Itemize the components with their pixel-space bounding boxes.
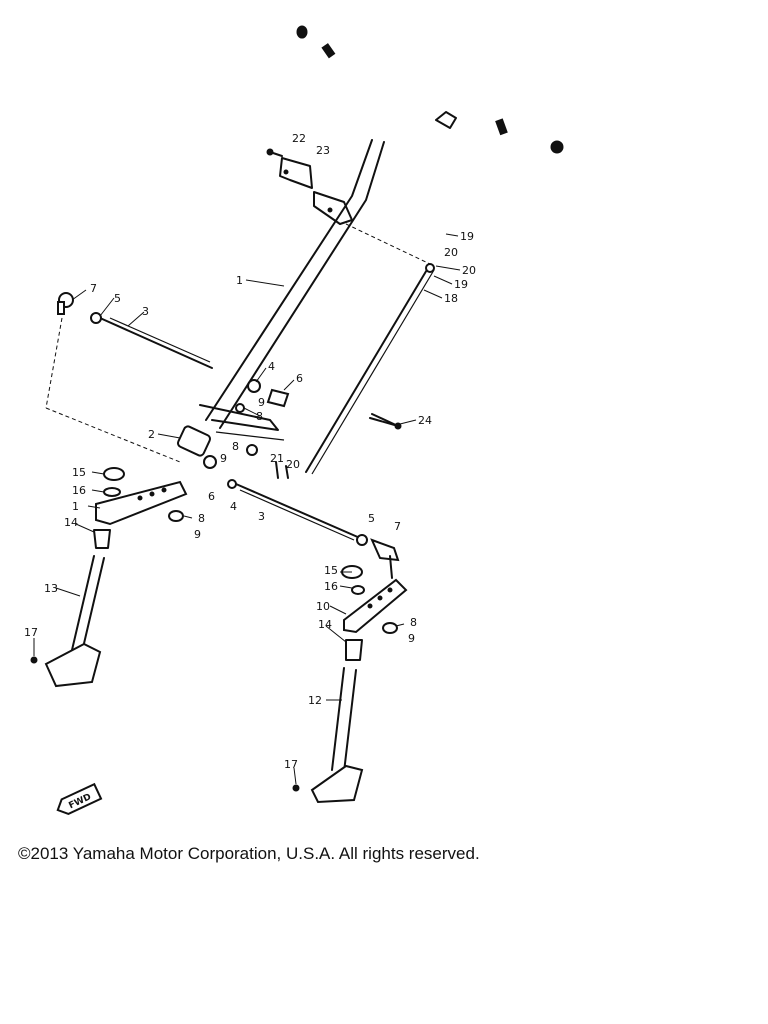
callout-14-right: 14	[318, 618, 332, 631]
callout-8-c: 8	[198, 512, 205, 525]
leader-lines	[33, 233, 461, 785]
callout-12: 12	[308, 694, 322, 707]
callout-3-upper: 3	[142, 305, 149, 318]
handlebar	[296, 25, 564, 154]
steering-parts-diagram: 1 2 3 5 7 4 6 9 8 8 9 21 20 6 4 3 22 23 …	[24, 25, 564, 815]
callout-19-lower: 19	[454, 278, 468, 291]
callout-7-lower: 7	[394, 520, 401, 533]
screw-24	[371, 413, 402, 430]
forward-arrow-icon: FWD	[56, 782, 103, 815]
tie-rod-lower	[235, 483, 400, 579]
right-steering-assembly	[292, 565, 408, 804]
reference-lines	[45, 223, 431, 463]
callout-1-upper: 1	[236, 274, 243, 287]
callout-22: 22	[292, 132, 306, 145]
callout-13: 13	[44, 582, 58, 595]
callout-16-left: 16	[72, 484, 86, 497]
callout-5-lower: 5	[368, 512, 375, 525]
callout-6-upper: 6	[296, 372, 303, 385]
callout-20-lower: 20	[286, 458, 300, 471]
callout-2: 2	[148, 428, 155, 441]
callout-6-lower: 6	[208, 490, 215, 503]
callout-9-a: 9	[258, 396, 265, 409]
link-rod	[305, 263, 435, 475]
callout-19-upper: 19	[460, 230, 474, 243]
callout-17-left: 17	[24, 626, 38, 639]
callout-17-right: 17	[284, 758, 298, 771]
steering-column	[176, 139, 385, 457]
callout-14-left: 14	[64, 516, 78, 529]
callout-15-left: 15	[72, 466, 86, 479]
callout-9-d: 9	[408, 632, 415, 645]
callout-18: 18	[444, 292, 458, 305]
callout-24: 24	[418, 414, 432, 427]
callout-labels: 1 2 3 5 7 4 6 9 8 8 9 21 20 6 4 3 22 23 …	[24, 132, 476, 771]
left-steering-assembly	[30, 467, 188, 688]
callout-4-upper: 4	[268, 360, 275, 373]
callout-9-b: 9	[220, 452, 227, 465]
upper-clamp	[279, 157, 353, 225]
bolt-22	[266, 148, 283, 157]
callout-5-upper: 5	[114, 292, 121, 305]
callout-9-c: 9	[194, 528, 201, 541]
callout-4-lower: 4	[230, 500, 237, 513]
callout-16-right: 16	[324, 580, 338, 593]
callout-15-right: 15	[324, 564, 338, 577]
callout-3-lower: 3	[258, 510, 265, 523]
callout-7-upper: 7	[90, 282, 97, 295]
callout-8-b: 8	[232, 440, 239, 453]
callout-11: 1	[72, 500, 79, 513]
callout-8-a: 8	[256, 410, 263, 423]
callout-23: 23	[316, 144, 330, 157]
callout-8-d: 8	[410, 616, 417, 629]
hardware-cluster	[203, 379, 399, 489]
tie-rod-upper	[57, 292, 213, 369]
callout-20-a: 20	[444, 246, 458, 259]
callout-10: 10	[316, 600, 330, 613]
callout-21: 21	[270, 452, 284, 465]
callout-20-b: 20	[462, 264, 476, 277]
copyright-notice: ©2013 Yamaha Motor Corporation, U.S.A. A…	[18, 844, 480, 863]
